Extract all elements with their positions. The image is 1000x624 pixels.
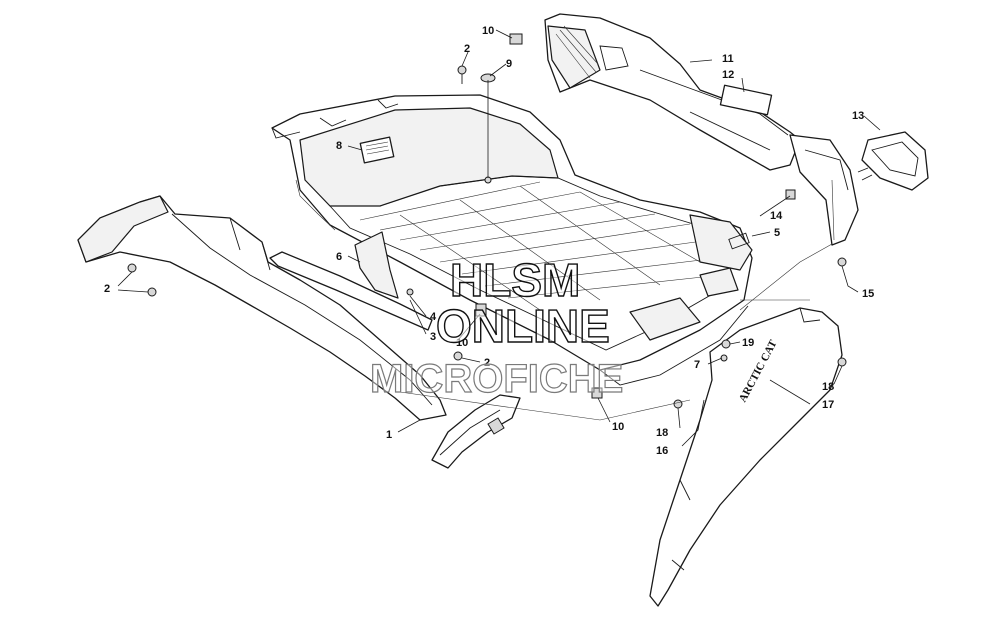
nut-18-lower bbox=[673, 399, 683, 409]
callout-18-lower: 18 bbox=[656, 427, 668, 439]
left-lower-bracket bbox=[431, 394, 521, 469]
callout-6: 6 bbox=[336, 251, 342, 263]
screw-2-left-b bbox=[147, 287, 157, 297]
callout-4: 4 bbox=[430, 311, 437, 323]
clip-10-bottom bbox=[591, 387, 603, 399]
callout-19: 19 bbox=[742, 337, 754, 349]
part-1-left-side-rail bbox=[77, 195, 447, 421]
callout-10-top: 10 bbox=[482, 25, 494, 37]
callout-8: 8 bbox=[336, 140, 342, 152]
callout-1: 1 bbox=[386, 429, 392, 441]
watermark-line-3: MICROFICHE bbox=[370, 357, 623, 401]
part-5-cargo-box bbox=[271, 94, 753, 386]
part-6-shield bbox=[354, 231, 399, 299]
right-rear-corner-panel bbox=[789, 134, 859, 246]
part-8-warning-label bbox=[359, 136, 395, 164]
callout-9: 9 bbox=[506, 58, 512, 70]
callout-3: 3 bbox=[430, 331, 436, 343]
watermark-line-1: HLSM bbox=[450, 254, 580, 306]
nut-18-right bbox=[837, 357, 847, 367]
screw-2-top bbox=[457, 65, 467, 75]
part-17-side-panel: ARCTIC CAT bbox=[649, 307, 843, 607]
callout-10-mid: 10 bbox=[456, 337, 468, 349]
callout-5: 5 bbox=[774, 227, 780, 239]
callout-10-bottom: 10 bbox=[612, 421, 624, 433]
callout-17: 17 bbox=[822, 399, 834, 411]
part-13-tail-light bbox=[857, 131, 929, 191]
part-12-decal bbox=[719, 84, 773, 116]
leader-lines bbox=[117, 29, 881, 447]
watermark-line-2: ONLINE bbox=[436, 300, 610, 352]
screw-19 bbox=[721, 339, 731, 349]
screw-3 bbox=[406, 288, 414, 296]
callout-12: 12 bbox=[722, 69, 734, 81]
callout-15: 15 bbox=[862, 288, 874, 300]
callout-labels: 10 2 9 11 12 13 8 14 5 6 15 2 4 3 10 2 7… bbox=[104, 25, 874, 457]
nut-14 bbox=[785, 189, 796, 200]
clip-10-mid bbox=[475, 303, 487, 317]
screw-2-left-a bbox=[127, 263, 137, 273]
part-4-strip bbox=[269, 251, 433, 331]
watermark: HLSM ONLINE MICROFICHE bbox=[369, 253, 624, 401]
part-11-rear-rail bbox=[544, 13, 801, 171]
callout-2-top: 2 bbox=[464, 43, 470, 55]
callout-16: 16 bbox=[656, 445, 668, 457]
callout-7: 7 bbox=[694, 359, 700, 371]
callout-13: 13 bbox=[852, 110, 864, 122]
callout-2-lower: 2 bbox=[484, 357, 490, 369]
callout-14: 14 bbox=[770, 210, 783, 222]
clip-10-top bbox=[509, 33, 523, 45]
screw-2-lower bbox=[453, 351, 463, 361]
callout-11: 11 bbox=[722, 53, 734, 65]
callout-2-left: 2 bbox=[104, 283, 110, 295]
nut-15 bbox=[837, 257, 847, 267]
callout-18-right: 18 bbox=[822, 381, 834, 393]
